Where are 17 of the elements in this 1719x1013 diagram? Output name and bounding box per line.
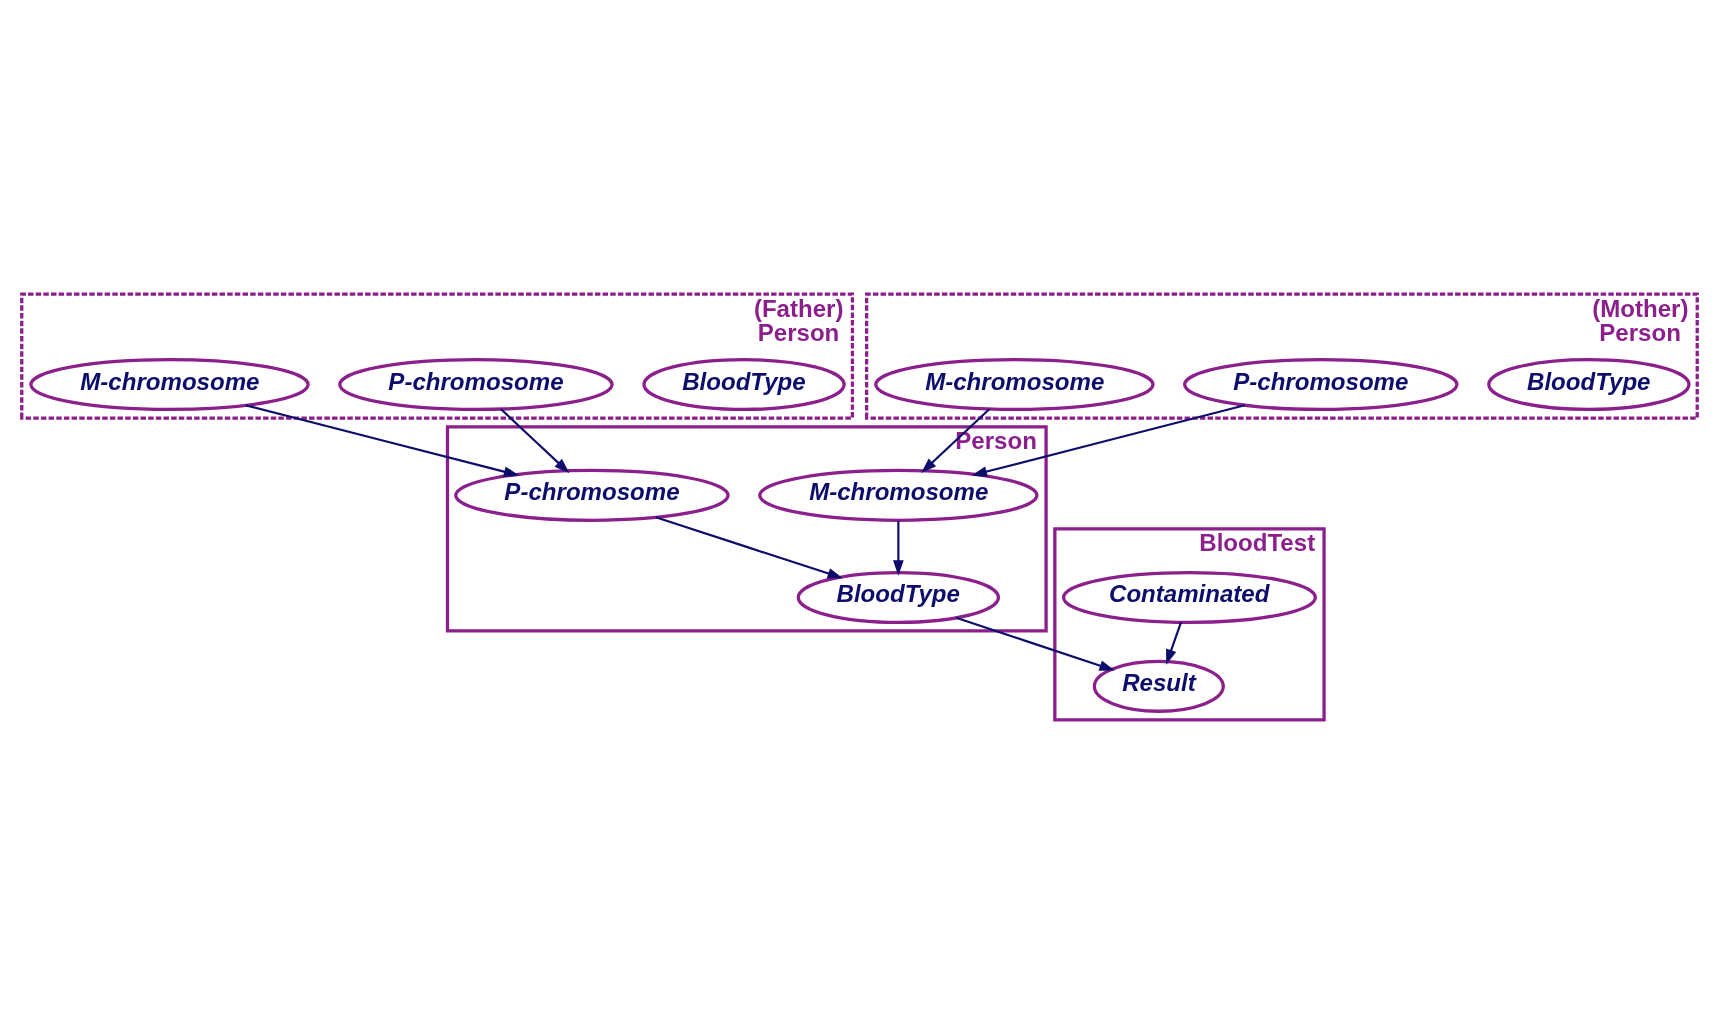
arrow	[921, 407, 991, 473]
arrow	[971, 403, 1246, 477]
arrow	[245, 403, 520, 477]
node-ellipse: P-chromosome	[338, 357, 614, 411]
node-ellipse: M-chromosome	[874, 357, 1155, 411]
node-ellipse: BloodType	[796, 570, 1001, 624]
arrow	[655, 515, 843, 579]
node-ellipse: M-chromosome	[29, 357, 310, 411]
arrow	[955, 616, 1115, 671]
arrow	[500, 407, 570, 473]
node-ellipse: BloodType	[1487, 357, 1691, 411]
node-ellipse: M-chromosome	[758, 468, 1039, 522]
node-ellipse: P-chromosome	[1183, 357, 1459, 411]
node-ellipse: BloodType	[642, 357, 846, 411]
arrow	[892, 520, 904, 576]
arrow	[1166, 621, 1183, 665]
node-ellipse: Contaminated	[1061, 570, 1317, 624]
